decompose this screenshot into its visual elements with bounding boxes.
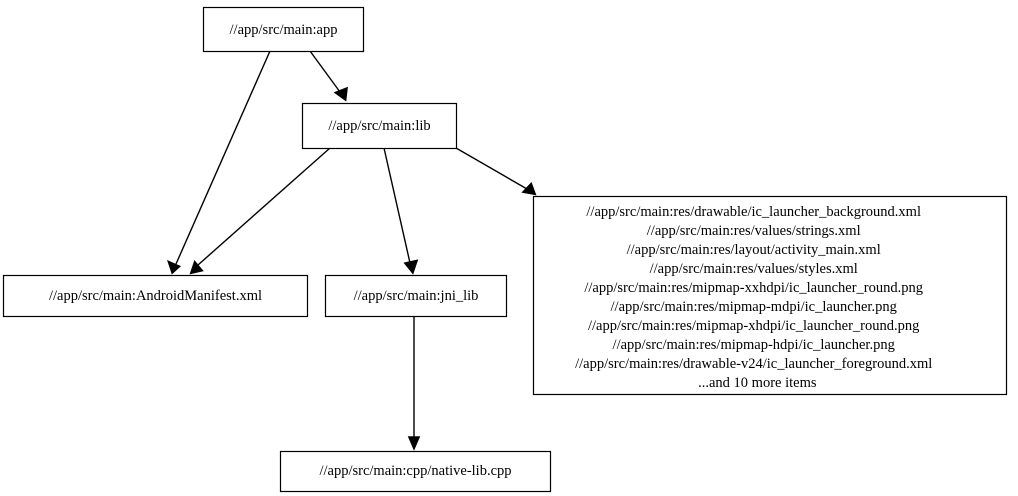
node-androidmanifest[interactable]: //app/src/main:AndroidManifest.xml <box>2 274 309 318</box>
resource-line: //app/src/main:res/mipmap-xhdpi/ic_launc… <box>588 318 919 334</box>
node-label: //app/src/main:lib <box>328 118 430 134</box>
node-app[interactable]: //app/src/main:app <box>202 6 365 53</box>
resource-line: //app/src/main:res/drawable/ic_launcher_… <box>586 204 921 220</box>
arrowhead-icon <box>407 436 421 451</box>
edge-lib-to-manifest <box>189 147 331 275</box>
node-resources[interactable]: //app/src/main:res/drawable/ic_launcher_… <box>532 195 1008 396</box>
edge-group <box>167 50 537 451</box>
edge-app-to-manifest <box>167 50 271 275</box>
edge-line <box>175 50 271 265</box>
edge-lib-to-resources <box>455 147 537 196</box>
node-label: //app/src/main:AndroidManifest.xml <box>49 288 262 304</box>
node-jni-lib[interactable]: //app/src/main:jni_lib <box>324 274 508 318</box>
arrowhead-icon <box>333 86 348 102</box>
node-label: //app/src/main:cpp/native-lib.cpp <box>319 463 511 479</box>
node-label: //app/src/main:app <box>230 22 338 38</box>
node-box <box>301 102 458 150</box>
resource-line: //app/src/main:res/mipmap-hdpi/ic_launch… <box>613 337 895 353</box>
resource-line: //app/src/main:res/values/styles.xml <box>650 261 858 277</box>
edge-app-to-lib <box>309 50 348 102</box>
resource-line: //app/src/main:res/layout/activity_main.… <box>627 242 881 258</box>
resource-line: ...and 10 more items <box>698 375 817 391</box>
edge-line <box>455 147 528 190</box>
edge-lib-to-jni_lib <box>383 147 419 275</box>
node-lib[interactable]: //app/src/main:lib <box>301 102 458 150</box>
node-box <box>279 450 552 493</box>
arrowhead-icon <box>189 259 204 275</box>
arrowhead-icon <box>403 259 419 275</box>
resources-label-block: //app/src/main:res/drawable/ic_launcher_… <box>575 204 965 391</box>
node-box <box>324 274 508 318</box>
arrowhead-icon <box>167 259 182 275</box>
resource-line: //app/src/main:res/mipmap-xxhdpi/ic_laun… <box>584 280 923 296</box>
node-native-lib-cpp[interactable]: //app/src/main:cpp/native-lib.cpp <box>279 450 552 493</box>
edge-line <box>309 50 341 93</box>
arrowhead-icon <box>521 182 537 196</box>
resource-line: //app/src/main:res/drawable-v24/ic_launc… <box>575 356 932 372</box>
node-label: //app/src/main:jni_lib <box>354 288 479 304</box>
edge-line <box>197 147 331 266</box>
edge-jni_lib-to-native_lib <box>407 316 421 451</box>
edge-line <box>383 147 411 264</box>
node-box <box>202 6 365 53</box>
node-box <box>532 195 1008 396</box>
resource-line: //app/src/main:res/values/strings.xml <box>647 223 861 239</box>
node-box <box>2 274 309 318</box>
resource-line: //app/src/main:res/mipmap-mdpi/ic_launch… <box>611 299 897 315</box>
